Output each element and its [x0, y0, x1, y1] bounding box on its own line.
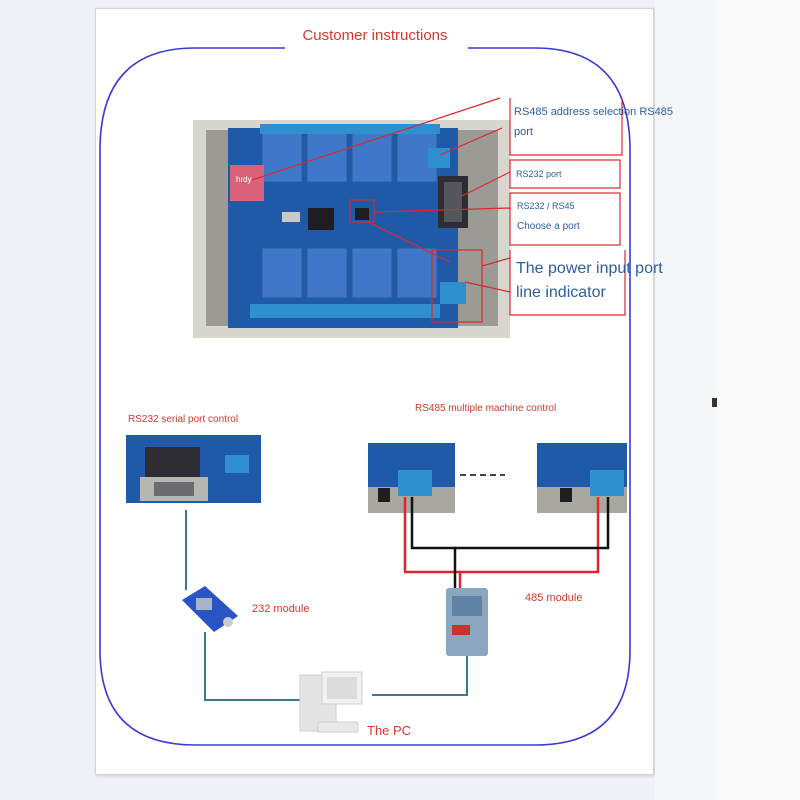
- rs485-wiring: [403, 497, 610, 588]
- rs485-board-right: [537, 443, 627, 513]
- callout-rs232-port: RS232 port: [516, 169, 562, 179]
- rs232-module-image: [182, 586, 238, 632]
- pc-image: [299, 671, 363, 733]
- right-margin: [717, 0, 800, 800]
- callout-choose-line1: RS232 / RS45: [517, 201, 575, 211]
- callout-power-line2: line indicator: [516, 284, 607, 301]
- callout-boxes: [509, 98, 626, 316]
- callout-power-line1: The power input port: [516, 260, 663, 277]
- board-tag: hrdy: [236, 175, 252, 184]
- outer-frame: [99, 47, 631, 746]
- rs485-module-image: [446, 588, 488, 656]
- relay-board-photo: [193, 120, 510, 338]
- page-title: Customer instructions: [302, 27, 447, 44]
- pc-cables: [204, 632, 468, 701]
- callout-address-line1: RS485 address selection RS485: [514, 106, 673, 118]
- scroll-marker: [712, 398, 717, 407]
- callout-address-line2: port: [514, 126, 533, 138]
- rs485-section-label: RS485 multiple machine control: [415, 403, 556, 414]
- rs232-section-label: RS232 serial port control: [128, 414, 238, 425]
- rs485-module-label: 485 module: [525, 592, 583, 604]
- callout-choose-line2: Choose a port: [517, 221, 580, 232]
- rs232-board-photo: [126, 435, 261, 503]
- callout-pointers: [251, 97, 511, 323]
- rs232-module-label: 232 module: [252, 603, 310, 615]
- pc-label: The PC: [367, 723, 411, 738]
- side-panel: [655, 0, 717, 800]
